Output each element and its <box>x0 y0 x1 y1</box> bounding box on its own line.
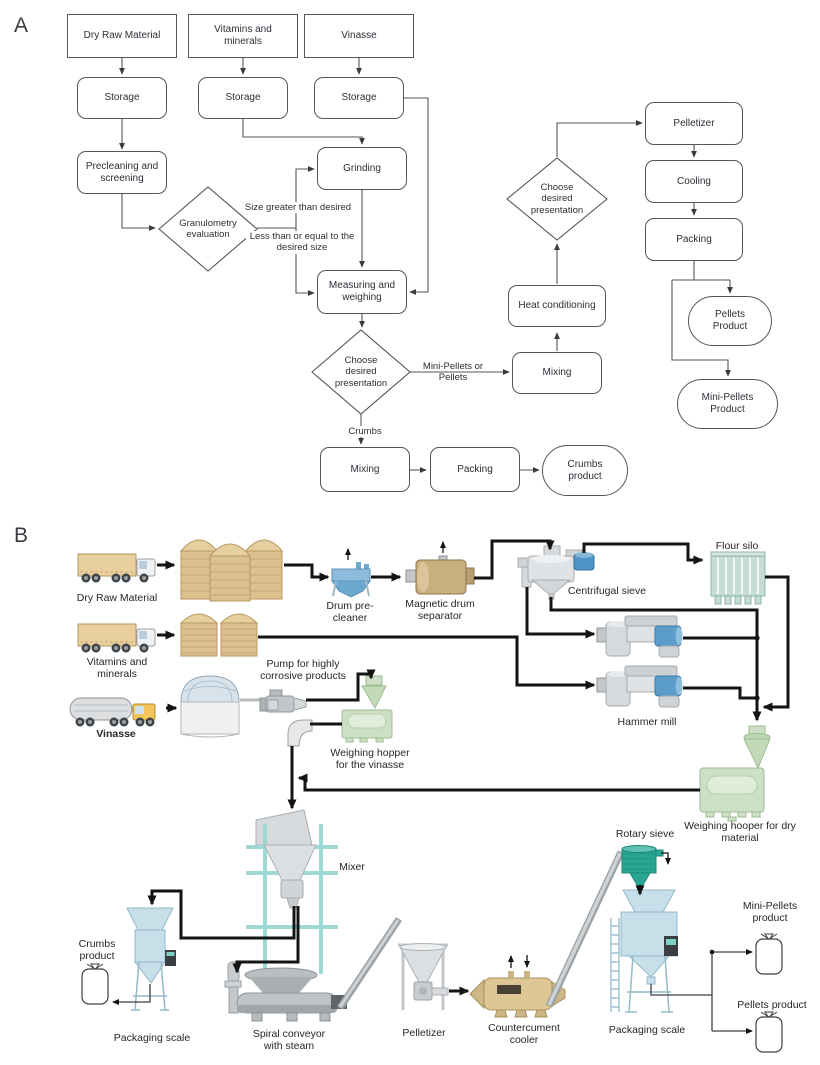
label-countercurrent-cooler: Countercument cooler <box>488 1022 560 1047</box>
weighing-hopper-vinasse-icon <box>341 675 393 743</box>
label-pump: Pump for highly corrosive products <box>260 658 346 683</box>
rotary-sieve-icon <box>621 845 664 886</box>
node-heat-conditioning: Heat conditioning <box>508 285 606 327</box>
edge-label-size-greater: Size greater than desired <box>240 202 356 214</box>
inclined-conveyor-icon <box>545 850 625 1008</box>
flowchart-connectors <box>119 58 733 473</box>
hammer-mill-icon <box>596 615 683 658</box>
edge-label-size-less: Less than or equal to the desired size <box>246 231 358 254</box>
pelletizer-icon <box>398 943 449 1010</box>
node-crumbs-product: Crumbs product <box>542 445 628 496</box>
label-pelletizer-b: Pelletizer <box>402 1027 446 1039</box>
magnetic-drum-separator-icon <box>405 555 475 595</box>
packaging-scale-icon <box>610 889 678 1013</box>
panel-b-label: B <box>14 524 29 547</box>
label-packaging-scale-left: Packaging scale <box>113 1032 191 1044</box>
edge-label-crumbs: Crumbs <box>340 426 390 438</box>
label-weighing-hopper-vinasse: Weighing hopper for the vinasse <box>330 747 410 772</box>
label-dry-raw-material: Dry Raw Material <box>76 592 158 604</box>
junction-dots <box>709 635 760 955</box>
label-mini-pellets-product: Mini-Pellets product <box>742 900 798 925</box>
hammer-mill-icon <box>596 665 683 708</box>
bagging-lines <box>112 949 753 1034</box>
product-bag-icon <box>81 963 109 1005</box>
product-bag-icon <box>755 933 783 975</box>
label-vinasse: Vinasse <box>96 728 136 740</box>
countercurrent-cooler-icon <box>469 971 566 1018</box>
node-choose-2: Choose desired presentation <box>530 182 584 216</box>
label-drum-pre-cleaner: Drum pre-cleaner <box>326 600 374 625</box>
node-precleaning: Precleaning and screening <box>77 151 167 194</box>
node-choose-1: Choose desired presentation <box>334 355 388 389</box>
node-pellets-product: Pellets Product <box>688 296 772 346</box>
elbow-pipe-icon <box>287 719 313 747</box>
pump-icon <box>240 689 307 713</box>
node-dry-raw-material: Dry Raw Material <box>67 14 177 58</box>
node-vinasse: Vinasse <box>304 14 414 58</box>
node-cooling: Cooling <box>645 160 743 203</box>
node-mini-pellets-product: Mini-Pellets Product <box>677 379 778 429</box>
label-weighing-hopper-dry: Weighing hooper for dry material <box>684 820 796 845</box>
packaging-scale-icon <box>126 907 176 1011</box>
label-hammer-mill: Hammer mill <box>617 716 677 728</box>
choose-presentation-diamond-1 <box>311 329 411 415</box>
silo-group-icon <box>179 613 259 657</box>
flour-silo-icon <box>710 551 766 605</box>
label-flour-silo: Flour silo <box>715 540 759 552</box>
silo-group-icon <box>179 539 284 602</box>
flowchart-diamonds <box>158 157 608 415</box>
node-storage-3: Storage <box>314 77 404 119</box>
label-spiral-conveyor: Spiral conveyor with steam <box>252 1028 326 1053</box>
node-mixing-pellets: Mixing <box>512 352 602 394</box>
label-centrifugal-sieve: Centrifugal sieve <box>567 585 647 597</box>
node-packing-crumbs: Packing <box>430 447 520 492</box>
choose-presentation-diamond-2 <box>506 157 608 241</box>
box-truck-icon <box>77 623 156 653</box>
node-granulometry: Granulometry evaluation <box>179 217 237 240</box>
vent-arrows <box>345 541 671 968</box>
drum-pre-cleaner-icon <box>331 562 371 598</box>
label-vitamins-minerals: Vitamins and minerals <box>86 656 148 681</box>
panel-a-label: A <box>14 14 29 37</box>
spiral-conveyor-icon <box>224 961 338 1022</box>
label-magnetic-drum-separator: Magnetic drum separator <box>405 598 475 623</box>
node-storage-1: Storage <box>77 77 167 119</box>
label-mixer: Mixer <box>339 861 365 873</box>
label-rotary-sieve: Rotary sieve <box>615 828 675 840</box>
weighing-hopper-dry-icon <box>699 725 771 822</box>
granulometry-diamond <box>158 186 258 272</box>
node-pelletizer: Pelletizer <box>645 102 743 145</box>
node-measuring: Measuring and weighing <box>317 270 407 314</box>
node-storage-2: Storage <box>198 77 288 119</box>
edge-label-mini-or-pellets: Mini-Pellets or Pellets <box>422 361 484 384</box>
node-mixing-crumbs: Mixing <box>320 447 410 492</box>
label-packaging-scale-right: Packaging scale <box>608 1024 686 1036</box>
inclined-conveyor-icon <box>331 917 402 1010</box>
label-pellets-product: Pellets product <box>737 999 807 1011</box>
node-packing-pellets: Packing <box>645 218 743 261</box>
box-truck-icon <box>77 553 156 583</box>
mixer-icon <box>246 809 338 974</box>
node-vitamins-minerals: Vitamins and minerals <box>188 14 298 58</box>
label-crumbs-product: Crumbs product <box>78 938 116 963</box>
node-grinding: Grinding <box>317 147 407 190</box>
dome-tank-icon <box>180 675 240 738</box>
product-bag-icon <box>755 1011 783 1053</box>
tanker-truck-icon <box>69 697 156 727</box>
process-flow-lines <box>147 539 790 996</box>
